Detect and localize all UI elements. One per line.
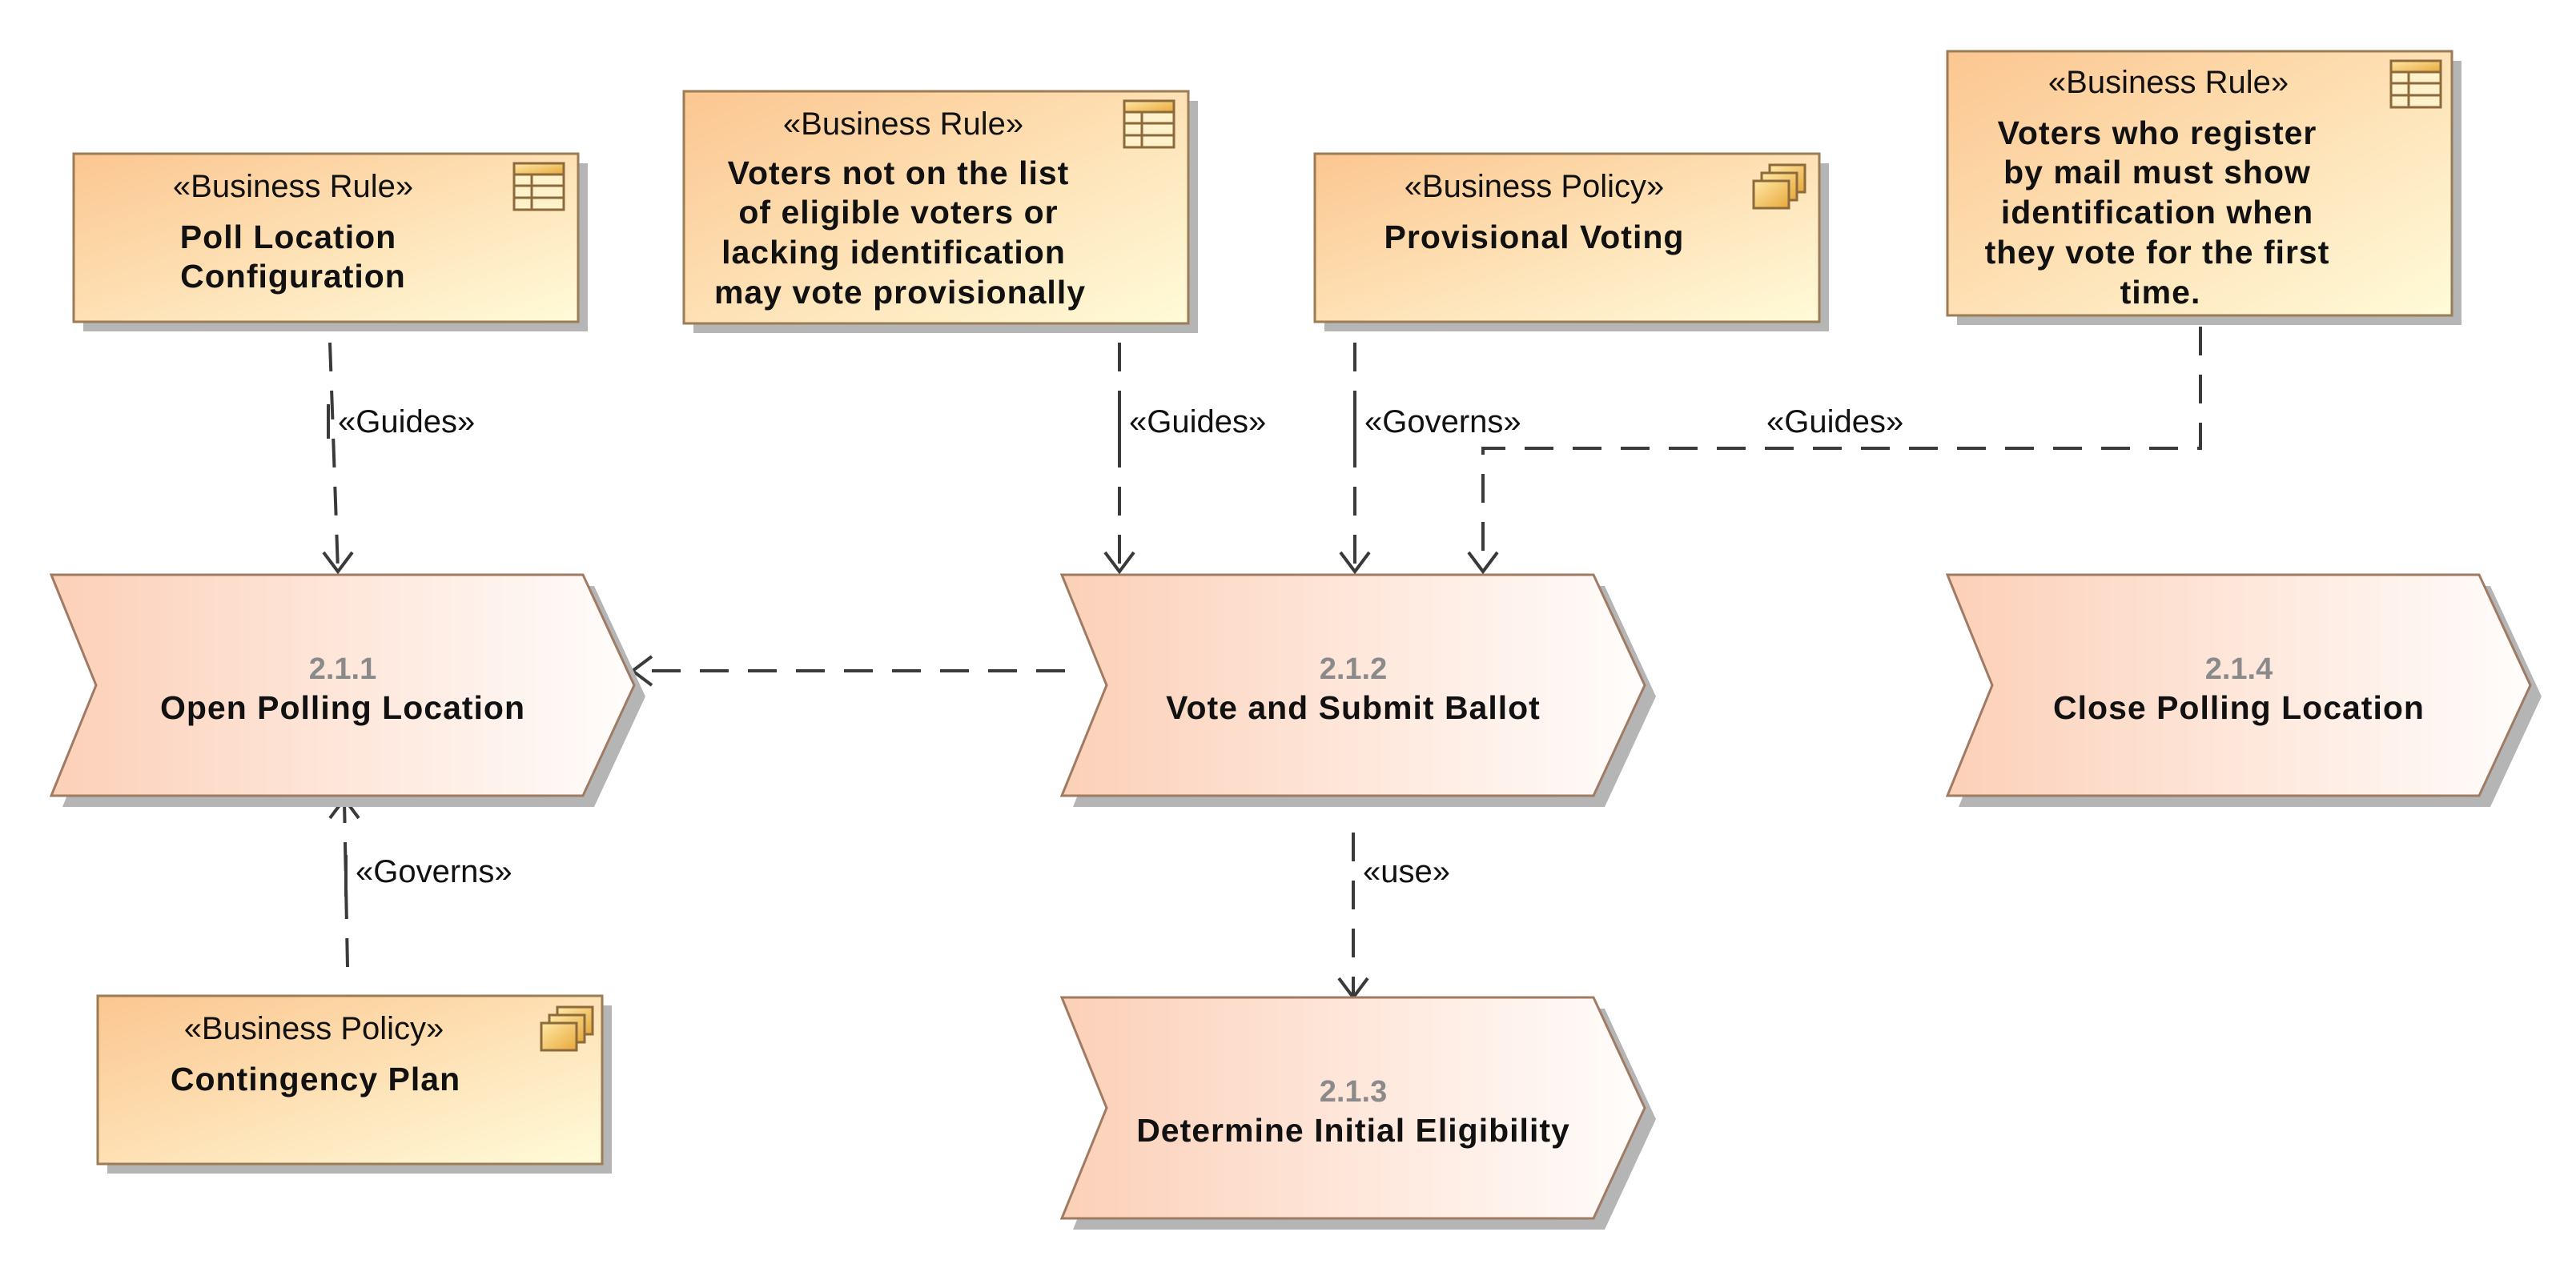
connector-label: «Guides» — [338, 404, 475, 439]
rule-name-line: they vote for the first — [1985, 234, 2330, 271]
table-icon — [2389, 59, 2442, 109]
rule-name-line: of eligible voters or — [738, 194, 1058, 231]
connector-poll-config-guides-open[interactable] — [322, 342, 354, 575]
process-2-1-2-vote-and-submit-ballot[interactable]: 2.1.2 Vote and Submit Ballot — [1059, 573, 1656, 807]
process-number: 2.1.4 — [2205, 652, 2273, 686]
connector-label: «Guides» — [1129, 404, 1266, 439]
rule-name-line: Voters not on the list — [728, 154, 1070, 191]
process-number: 2.1.1 — [309, 652, 377, 686]
stereotype-label: «Business Rule» — [2048, 65, 2289, 100]
process-2-1-4-close-polling-location[interactable]: 2.1.4 Close Polling Location — [1945, 573, 2542, 807]
stacked-folders-icon — [540, 1005, 594, 1052]
rule-name-line: time. — [2120, 274, 2201, 311]
policy-name-line: Contingency Plan — [171, 1061, 460, 1097]
business-rule-poll-location-configuration[interactable]: «Business Rule» Poll Location Configurat… — [72, 152, 588, 331]
rule-name-line: may vote provisionally — [714, 274, 1086, 311]
business-rule-provisional-eligibility[interactable]: «Business Rule» Voters not on the list o… — [682, 90, 1198, 333]
process-number: 2.1.3 — [1320, 1075, 1388, 1109]
process-name: Determine Initial Eligibility — [1136, 1112, 1570, 1149]
connector-label: «use» — [1363, 854, 1450, 889]
business-rule-mail-registration-id[interactable]: «Business Rule» Voters who register by m… — [1946, 50, 2461, 325]
connector-label: «Governs» — [356, 854, 512, 889]
process-name: Vote and Submit Ballot — [1166, 689, 1541, 726]
process-2-1-3-determine-initial-eligibility[interactable]: 2.1.3 Determine Initial Eligibility — [1059, 996, 1656, 1230]
rule-name-line: Poll Location — [180, 219, 396, 255]
stereotype-label: «Business Rule» — [783, 106, 1023, 142]
stacked-folders-icon — [1752, 163, 1806, 210]
stereotype-label: «Business Rule» — [173, 169, 413, 204]
business-policy-contingency-plan[interactable]: «Business Policy» Contingency Plan — [96, 994, 612, 1174]
connector-provisional-rule-guides-vote[interactable] — [1103, 343, 1135, 575]
stereotype-label: «Business Policy» — [184, 1011, 444, 1046]
process-name: Open Polling Location — [160, 689, 525, 726]
stereotype-label: «Business Policy» — [1405, 169, 1665, 204]
table-icon — [512, 162, 565, 211]
rule-name-line: by mail must show — [2003, 154, 2311, 191]
connector-vote-to-open[interactable] — [629, 655, 1065, 687]
rule-name-line: Voters who register — [1998, 114, 2317, 151]
process-name: Close Polling Location — [2053, 689, 2425, 726]
process-2-1-1-open-polling-location[interactable]: 2.1.1 Open Polling Location — [49, 573, 645, 807]
business-policy-provisional-voting[interactable]: «Business Policy» Provisional Voting — [1313, 152, 1829, 331]
connector-mail-id-guides-vote[interactable] — [1467, 327, 2202, 575]
connector-provisional-policy-governs-vote[interactable] — [1339, 343, 1371, 575]
table-icon — [1123, 99, 1175, 149]
connector-label: «Governs» — [1364, 404, 1521, 439]
policy-name-line: Provisional Voting — [1384, 219, 1685, 255]
connector-contingency-governs-open[interactable] — [328, 796, 360, 968]
rule-name-line: Configuration — [180, 258, 406, 295]
connector-label: «Guides» — [1766, 404, 1903, 439]
rule-name-line: lacking identification — [721, 234, 1066, 271]
process-number: 2.1.2 — [1320, 652, 1388, 686]
rule-name-line: identification when — [2001, 194, 2313, 231]
